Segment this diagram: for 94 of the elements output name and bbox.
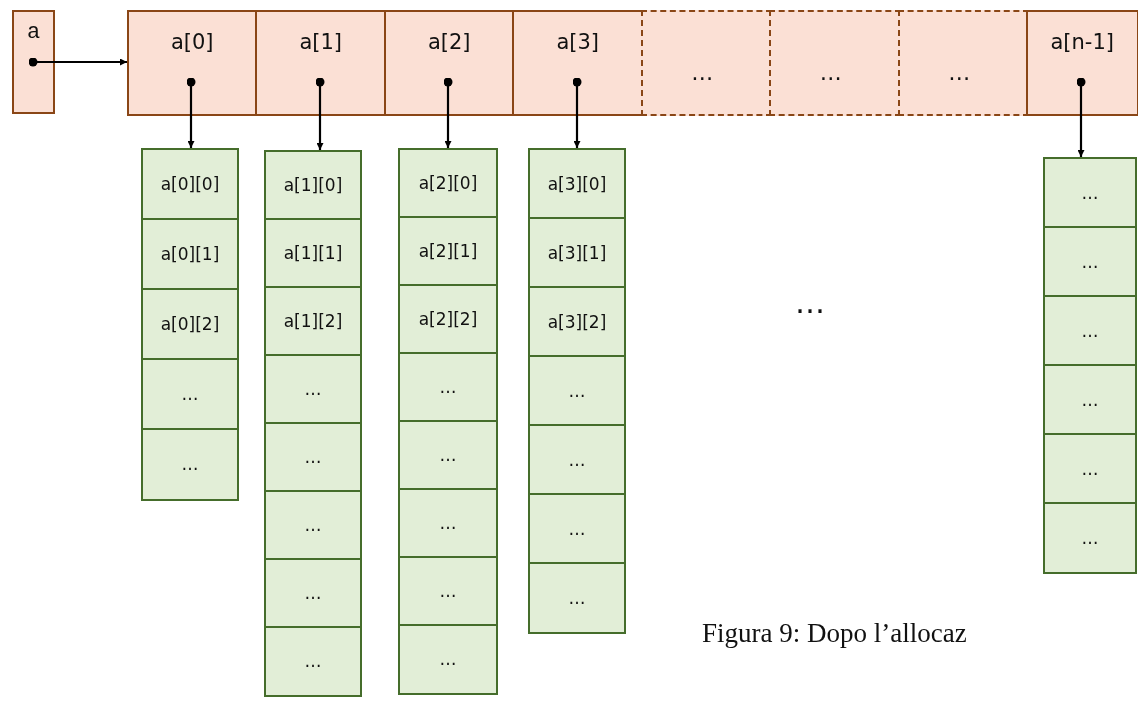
array-cell [528, 355, 626, 427]
cell-label: … [1081, 527, 1099, 548]
cell-label: a[1][2] [283, 311, 343, 332]
cell-label: a [26, 20, 41, 45]
pointer-array-cell [127, 10, 258, 116]
cell-label: … [948, 60, 979, 85]
array-cell [264, 422, 362, 493]
pointer-array-cell [641, 10, 772, 116]
cell-label: a[3][1] [547, 242, 607, 263]
cell-label: … [439, 377, 457, 398]
array-cell [398, 284, 498, 355]
array-cell [1043, 226, 1137, 298]
array-cell [398, 352, 498, 423]
cell-label: … [439, 581, 457, 602]
cell-label: … [304, 379, 322, 400]
array-cell [398, 624, 498, 695]
cell-label: … [181, 454, 199, 475]
array-cell [528, 217, 626, 289]
array-cell [264, 286, 362, 357]
cell-label: … [304, 583, 322, 604]
cell-label: … [1081, 182, 1099, 203]
pointer-arrow [186, 77, 196, 148]
pointer-arrow [1076, 77, 1086, 157]
pointer-arrow [443, 77, 453, 148]
array-cell [141, 428, 239, 501]
array-cell [528, 424, 626, 496]
ellipsis-label: … [795, 285, 831, 320]
cell-label: … [304, 447, 322, 468]
array-cell [264, 626, 362, 697]
pointer-array-cell [255, 10, 387, 116]
array-cell [141, 358, 239, 431]
cell-label: a[2] [427, 30, 471, 54]
pointer-array-cell [769, 10, 901, 116]
cell-label: … [1081, 458, 1099, 479]
pointer-arrow [28, 57, 127, 67]
array-cell [528, 562, 626, 634]
array-cell [398, 420, 498, 491]
array-cell [398, 216, 498, 287]
cell-label: a[2][1] [418, 241, 478, 262]
array-cell [1043, 364, 1137, 436]
cell-label: … [304, 515, 322, 536]
cell-label: … [568, 518, 586, 539]
array-cell [264, 354, 362, 425]
pointer-array-cell [512, 10, 644, 116]
array-cell [141, 288, 239, 361]
cell-label: … [1081, 320, 1099, 341]
figure-caption: Figura 9: Dopo l’allocaz [702, 618, 967, 649]
array-cell [264, 218, 362, 289]
pointer-arrow [572, 77, 582, 148]
cell-label: a[1][0] [283, 175, 343, 196]
cell-label: a[n-1] [1050, 30, 1114, 54]
array-cell [1043, 157, 1137, 229]
pointer-variable-box [12, 10, 55, 114]
array-cell [1043, 433, 1137, 505]
cell-label: a[1] [299, 30, 343, 54]
cell-label: … [439, 649, 457, 670]
cell-label: … [568, 449, 586, 470]
cell-label: … [439, 513, 457, 534]
cell-label: … [1081, 389, 1099, 410]
cell-label: a[3][2] [547, 311, 607, 332]
array-cell [141, 148, 239, 221]
cell-label: a[2][0] [418, 173, 478, 194]
cell-label: … [439, 445, 457, 466]
array-cell [528, 148, 626, 220]
cell-label: a[0] [170, 30, 214, 54]
cell-label: a[0][2] [160, 314, 220, 335]
pointer-array-cell [898, 10, 1029, 116]
cell-label: a[2][2] [418, 309, 478, 330]
array-cell [264, 150, 362, 221]
array-cell [264, 490, 362, 561]
cell-label: a[0][1] [160, 244, 220, 265]
cell-label: … [691, 60, 722, 85]
array-cell [1043, 295, 1137, 367]
array-cell [528, 286, 626, 358]
array-cell [398, 488, 498, 559]
cell-label: … [1081, 251, 1099, 272]
array-cell [1043, 502, 1137, 574]
pointer-arrow [315, 77, 325, 150]
pointer-array-cell [384, 10, 515, 116]
cell-label: … [181, 384, 199, 405]
cell-label: … [568, 380, 586, 401]
cell-label: a[3] [556, 30, 600, 54]
cell-label: … [568, 587, 586, 608]
array-cell [398, 556, 498, 627]
cell-label: … [819, 60, 850, 85]
array-cell [141, 218, 239, 291]
array-cell [264, 558, 362, 629]
array-cell [528, 493, 626, 565]
cell-label: … [304, 651, 322, 672]
pointer-array-cell [1026, 10, 1138, 116]
array-cell [398, 148, 498, 219]
cell-label: a[3][0] [547, 173, 607, 194]
cell-label: a[0][0] [160, 174, 220, 195]
cell-label: a[1][1] [283, 243, 343, 264]
